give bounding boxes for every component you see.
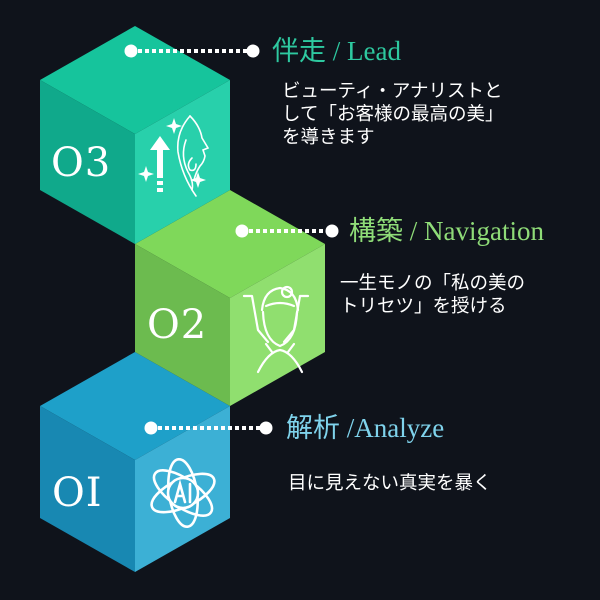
ai-atom-icon — [150, 457, 216, 529]
cube-02-left-face — [135, 244, 230, 406]
facial-massage-icon — [242, 285, 310, 374]
cube-02-number: O2 — [147, 302, 207, 348]
step-03-description-line: を導きます — [282, 127, 375, 148]
step-01-title: 解析 /Analyze — [286, 413, 445, 443]
step-02-description: 一生モノの「私の美の トリセツ」を授ける — [340, 272, 525, 318]
cube-03-right-face — [135, 80, 230, 244]
step-03-description: ビューティ・アナリストと して「お客様の最高の美」 を導きます — [282, 80, 503, 149]
step-03-description-line: して「お客様の最高の美」 — [282, 104, 504, 125]
connector-02 — [235, 224, 339, 238]
cube-03-left-face — [40, 80, 135, 244]
beauty-growth-icon — [138, 115, 210, 197]
step-01-description: 目に見えない真実を暴く — [288, 472, 492, 495]
step-03-description-line: ビューティ・アナリストと — [282, 81, 503, 102]
step-01-description-line: 目に見えない真実を暴く — [288, 473, 492, 494]
cube-03: O3 — [40, 26, 230, 244]
step-02-description-line: トリセツ」を授ける — [340, 296, 507, 317]
cube-01-number: OI — [52, 470, 103, 516]
connector-03 — [124, 44, 260, 58]
step-02-description-line: 一生モノの「私の美の — [340, 273, 526, 294]
step-02-title: 構築 / Navigation — [349, 216, 544, 246]
connector-01 — [144, 421, 273, 435]
cube-01-left-face — [40, 406, 135, 572]
cube-02: O2 — [135, 190, 325, 406]
cube-02-right-face — [230, 244, 325, 406]
cube-03-number: O3 — [51, 140, 111, 186]
step-03-title: 伴走 / Lead — [272, 36, 401, 66]
